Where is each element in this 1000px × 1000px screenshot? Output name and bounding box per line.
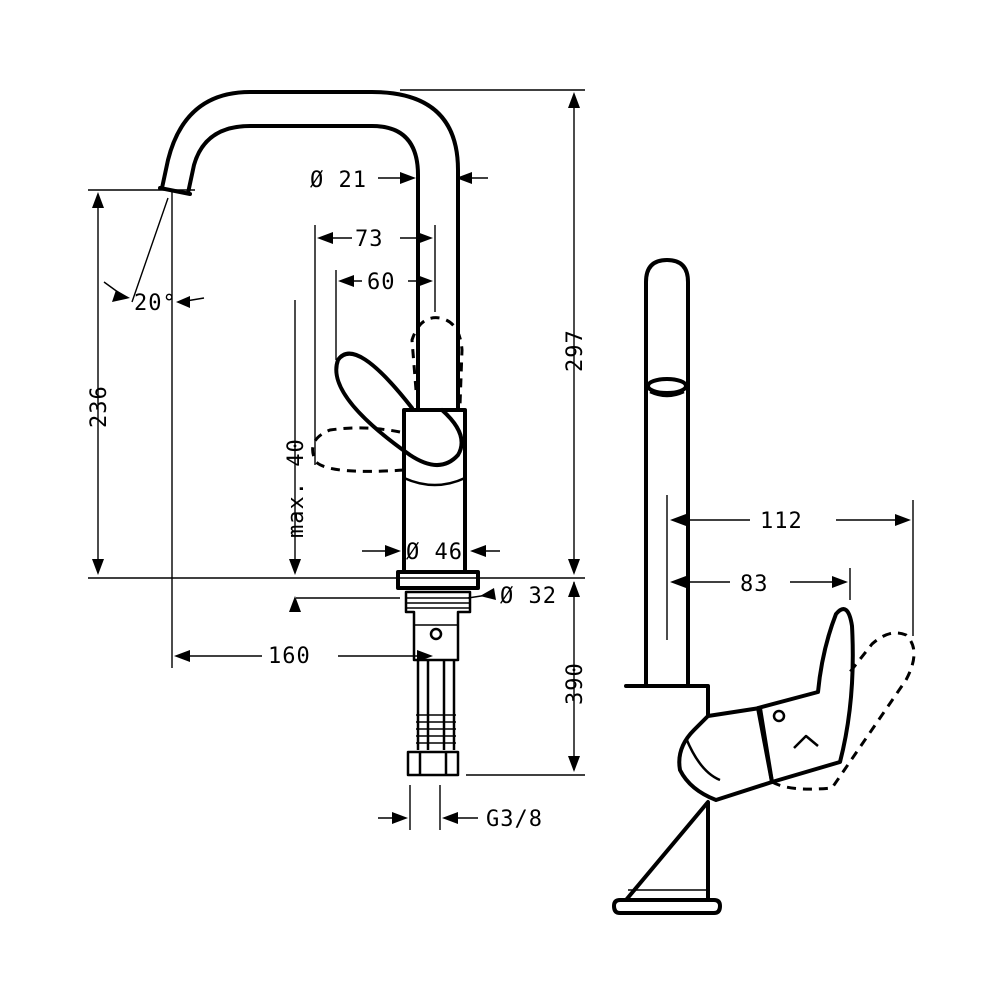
front-aerator-inner bbox=[649, 390, 685, 398]
front-body bbox=[624, 684, 710, 902]
handle-solid bbox=[334, 351, 464, 467]
dim-handle-reach-73: 73 bbox=[355, 227, 384, 252]
dim-total-height: 297 bbox=[563, 329, 588, 372]
handle-dashed-up bbox=[410, 316, 464, 406]
dim-lines-side bbox=[88, 89, 585, 830]
arrowheads-front bbox=[670, 514, 911, 588]
shank-threads bbox=[406, 597, 470, 626]
body-collar bbox=[403, 476, 466, 487]
dim-handle-swing-112: 112 bbox=[760, 509, 803, 534]
dim-spout-reach: 160 bbox=[268, 644, 311, 669]
dim-hole-diameter: Ø 32 bbox=[500, 584, 557, 609]
dim-spray-angle: 20° bbox=[134, 291, 177, 316]
shank-bolt bbox=[429, 627, 443, 641]
dim-thread: G3/8 bbox=[486, 807, 543, 832]
dim-outlet-diameter: Ø 21 bbox=[310, 168, 367, 193]
front-aerator bbox=[646, 377, 688, 395]
front-base bbox=[612, 898, 722, 915]
front-handle-lever bbox=[756, 607, 855, 784]
dim-handle-reach-60: 60 bbox=[367, 270, 396, 295]
dim-base-diameter: Ø 46 bbox=[406, 540, 463, 565]
supply-hose bbox=[416, 660, 456, 750]
angle-leader bbox=[103, 197, 205, 303]
mounting-shank bbox=[404, 590, 472, 662]
front-spout-tube bbox=[644, 258, 690, 688]
dim-below-deck: 390 bbox=[563, 662, 588, 705]
hose-nut bbox=[406, 750, 460, 777]
front-handle-dashed bbox=[771, 631, 916, 791]
dim-handle-swing-83: 83 bbox=[740, 572, 769, 597]
front-view: 112 83 bbox=[612, 258, 916, 915]
front-handle-detail bbox=[684, 734, 819, 782]
spout-aerator bbox=[158, 186, 192, 196]
dim-lines-side-2 bbox=[190, 177, 500, 819]
arrowheads-side bbox=[92, 92, 580, 824]
hose-crimp bbox=[416, 714, 456, 744]
dim-max-deck: max. 40 bbox=[284, 438, 309, 538]
base-flange bbox=[396, 570, 480, 590]
front-handle-indicator bbox=[772, 709, 786, 723]
side-view: Ø 21 73 60 20° 236 297 max. 40 Ø 46 Ø 32… bbox=[87, 89, 588, 832]
dim-spout-height: 236 bbox=[87, 385, 112, 428]
handle-dashed-down bbox=[311, 426, 405, 473]
dim-lines-front bbox=[666, 495, 914, 640]
spout-outline bbox=[160, 90, 460, 412]
